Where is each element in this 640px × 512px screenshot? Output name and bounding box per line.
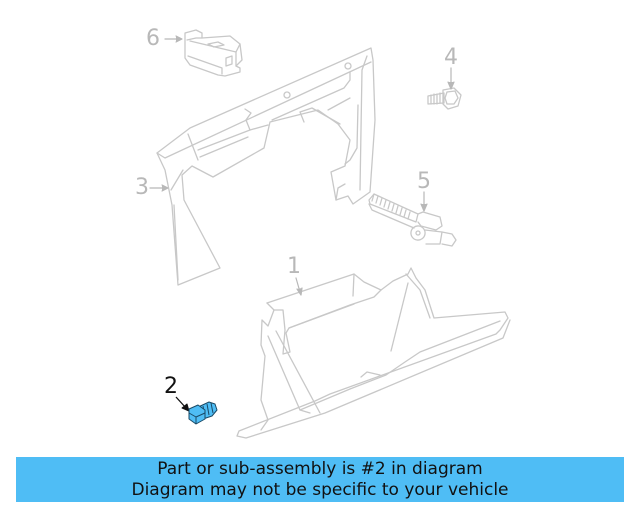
arrow-head-5	[420, 203, 428, 212]
callout-6[interactable]: 6	[146, 26, 160, 51]
banner-line-part-number: Part or sub-assembly is #2 in diagram	[157, 459, 483, 479]
part-4-bolt[interactable]	[427, 87, 462, 110]
callout-5[interactable]: 5	[417, 169, 431, 194]
info-banner: Part or sub-assembly is #2 in diagram Di…	[16, 457, 624, 502]
part-1-glove-box[interactable]	[236, 267, 511, 439]
callout-1[interactable]: 1	[287, 254, 301, 279]
part-6-switch[interactable]	[184, 29, 243, 77]
arrow-head-6	[175, 35, 183, 43]
arrow-head-3	[161, 184, 169, 192]
part-2-bolt-highlighted[interactable]	[175, 396, 218, 425]
callout-3[interactable]: 3	[135, 175, 149, 200]
callout-4[interactable]: 4	[444, 45, 458, 70]
part-3-frame[interactable]	[156, 47, 376, 286]
arrow-head-4	[447, 81, 455, 90]
banner-line-disclaimer: Diagram may not be specific to your vehi…	[131, 480, 509, 500]
part-5-damper[interactable]	[368, 193, 457, 247]
arrow-head-1	[296, 287, 303, 296]
callout-2[interactable]: 2	[164, 374, 178, 399]
arrow-head-2	[181, 403, 190, 412]
